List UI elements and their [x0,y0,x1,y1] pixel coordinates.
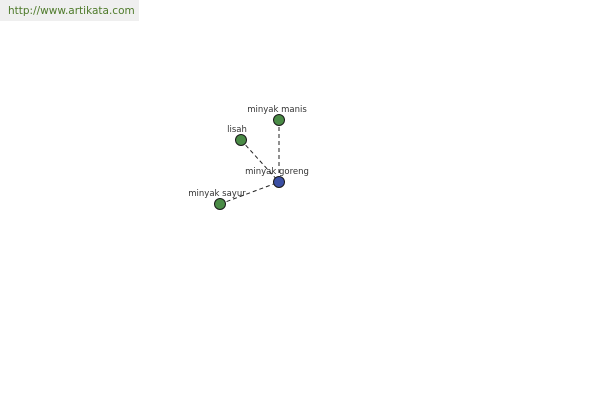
site-url-link[interactable]: http://www.artikata.com [8,5,135,17]
node-dot[interactable] [214,198,226,210]
node-label[interactable]: lisah [227,125,247,135]
node-label[interactable]: minyak manis [247,105,307,115]
node-dot[interactable] [235,134,247,146]
node-minyak-goreng[interactable]: minyak goreng [245,167,309,188]
edge-minyak-sayur [219,181,280,205]
center-node-dot[interactable] [273,176,285,188]
graph-edges [219,120,280,205]
node-lisah[interactable]: lisah [227,125,247,146]
node-dot[interactable] [273,114,285,126]
node-label[interactable]: minyak sayur [188,189,246,199]
site-url-banner[interactable]: http://www.artikata.com [0,0,139,21]
node-minyak-sayur[interactable]: minyak sayur [188,189,246,210]
center-node-label[interactable]: minyak goreng [245,167,309,177]
node-minyak-manis[interactable]: minyak manis [247,105,307,126]
edge-lisah [240,139,280,183]
